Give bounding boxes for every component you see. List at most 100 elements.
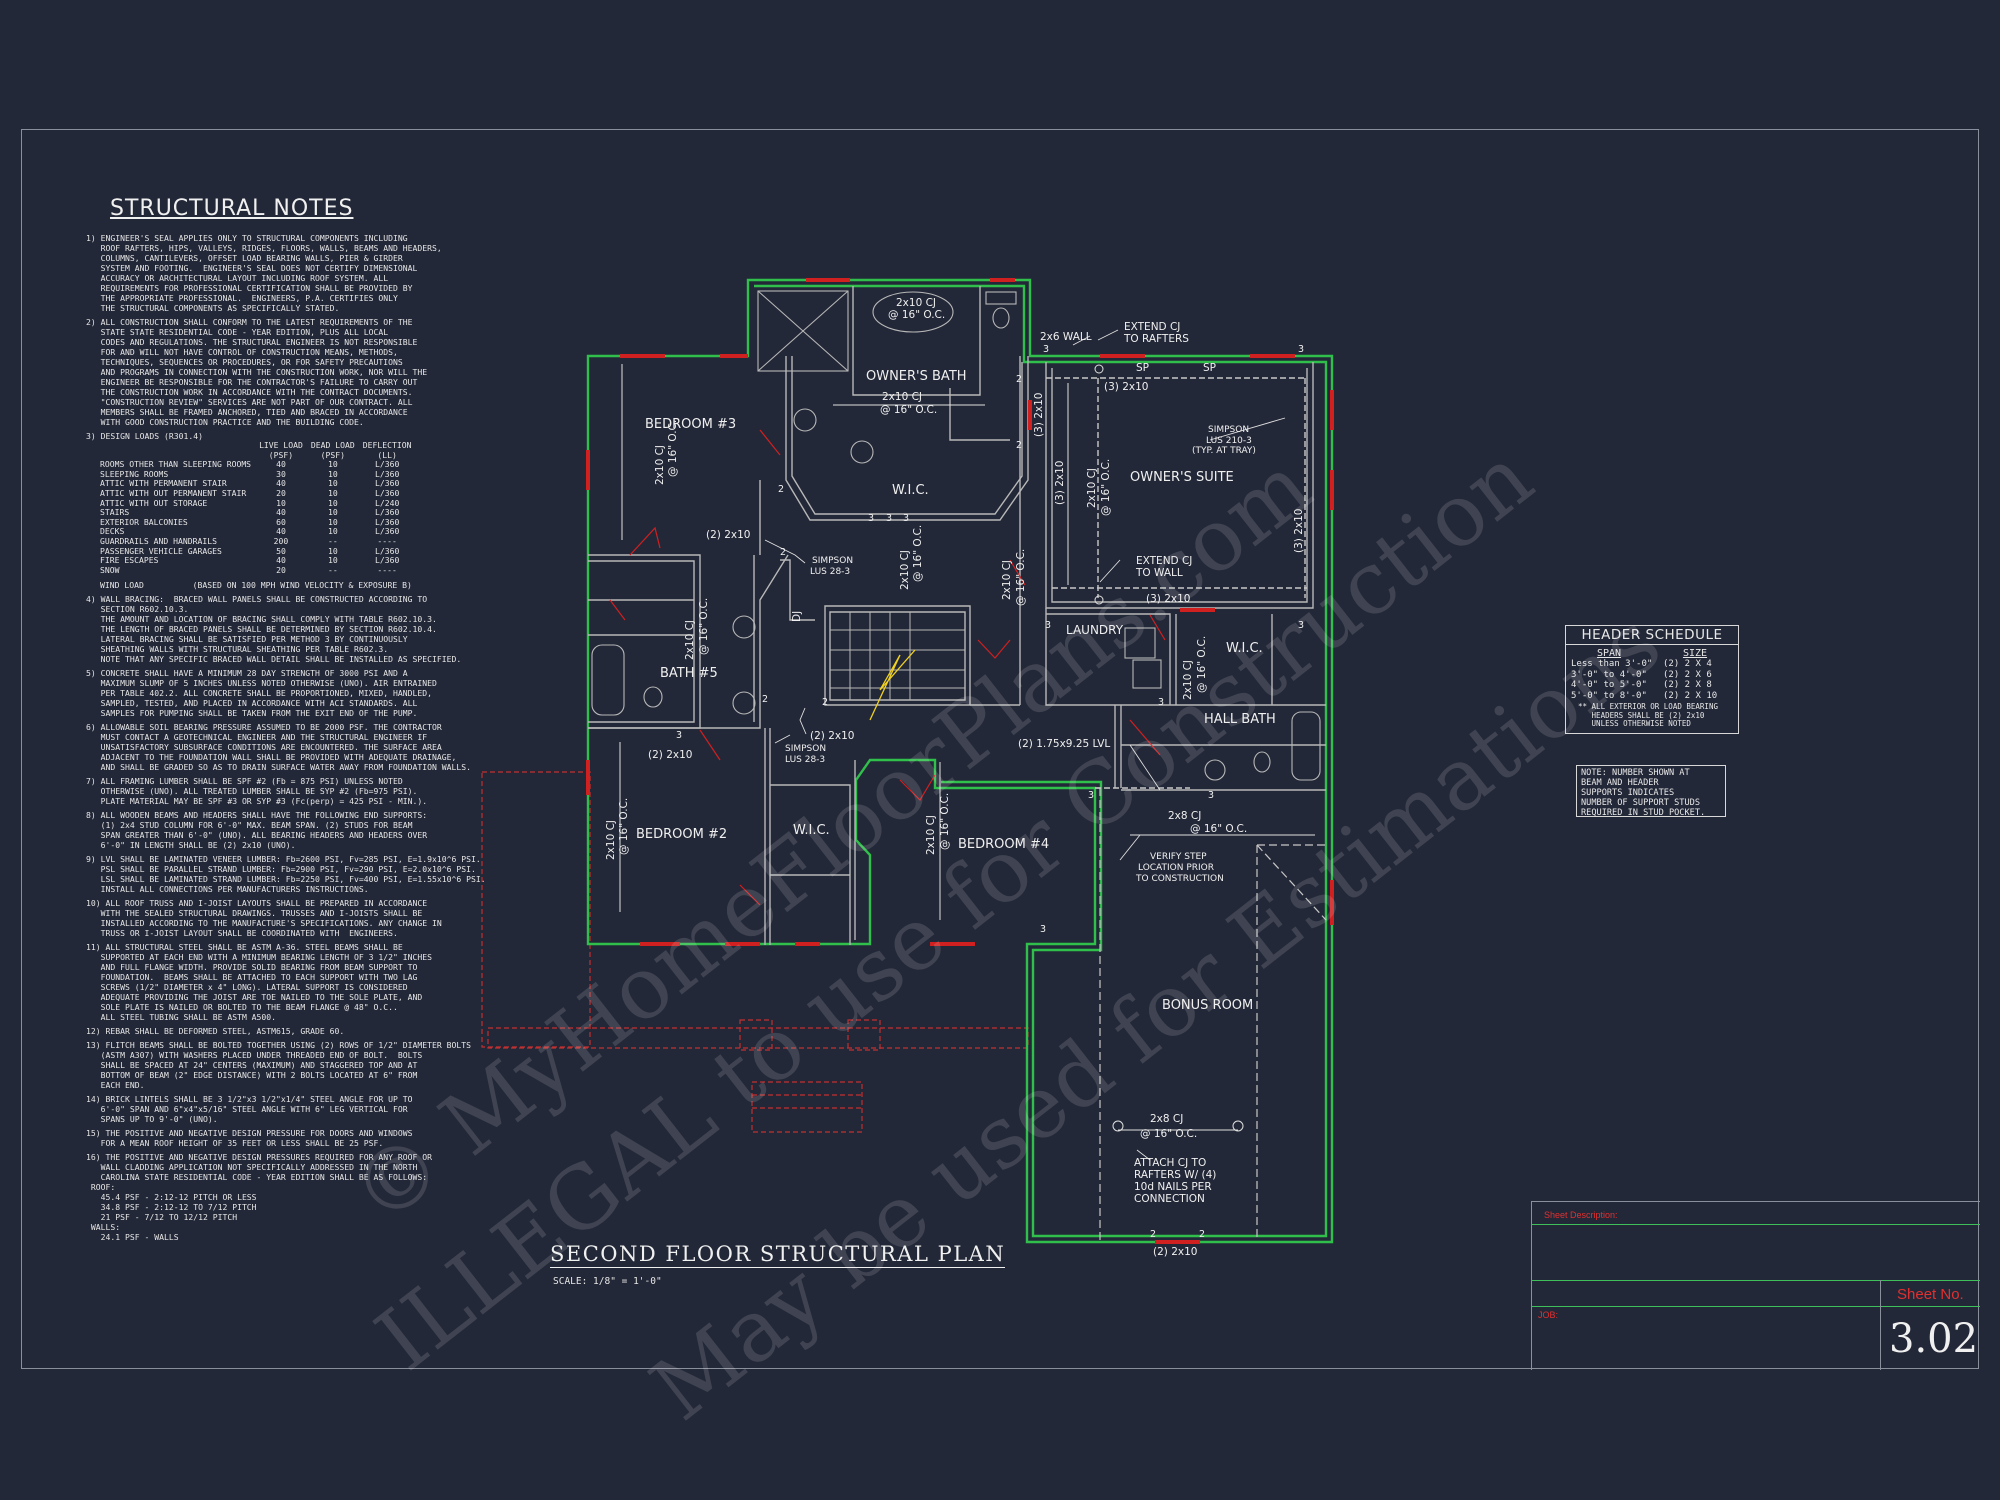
header-col-size: SIZE xyxy=(1682,648,1708,659)
room-bedroom-3: BEDROOM #3 xyxy=(645,417,736,432)
callout: (3) 2x10 xyxy=(1146,593,1190,605)
room-owners-suite: OWNER'S SUITE xyxy=(1130,470,1234,485)
stud-count: 2 xyxy=(1016,374,1022,385)
callout: LUS 28-3 xyxy=(810,567,850,577)
interior-walls xyxy=(588,286,1326,945)
note-12: 12) REBAR SHALL BE DEFORMED STEEL, ASTM6… xyxy=(86,1026,345,1037)
loads-col: LIVE LOAD (PSF) xyxy=(259,440,303,460)
room-hall-bath: HALL BATH xyxy=(1204,712,1276,727)
stud-count: 2 xyxy=(778,484,784,495)
note-10: 10) ALL ROOF TRUSS AND I-JOIST LAYOUTS S… xyxy=(86,898,442,939)
note-15: 15) THE POSITIVE AND NEGATIVE DESIGN PRE… xyxy=(86,1128,413,1149)
load-value: 40 xyxy=(276,555,286,566)
load-value: L/360 xyxy=(374,545,400,556)
load-value: ---- xyxy=(377,535,397,546)
stud-count: 2 xyxy=(1199,1229,1205,1240)
callout: @ 16" O.C. xyxy=(1190,823,1247,835)
load-value: 10 xyxy=(276,497,286,508)
load-value: 50 xyxy=(276,545,286,556)
plan-title: SECOND FLOOR STRUCTURAL PLAN xyxy=(550,1242,1006,1268)
plan-scale: SCALE: 1/8" = 1'-0" xyxy=(553,1276,662,1287)
bonus-room-lines xyxy=(1099,788,1327,1240)
windows xyxy=(586,278,1334,1244)
load-value: -- xyxy=(327,564,338,575)
callout: (3) 2x10 xyxy=(1293,509,1305,553)
notes-title: STRUCTURAL NOTES xyxy=(110,196,354,221)
loads-heading: 3) DESIGN LOADS (R301.4) xyxy=(86,431,203,441)
callout: ATTACH CJ TO xyxy=(1134,1157,1206,1169)
callout: SIMPSON xyxy=(785,744,826,754)
callout: LUS 28-3 xyxy=(785,755,825,765)
header-row: 4'-0" to 5'-0"(2) 2 X 8 xyxy=(1571,680,1712,690)
stud-count: 3 xyxy=(1045,620,1051,631)
load-value: L/360 xyxy=(374,526,400,537)
load-value: 10 xyxy=(327,555,338,566)
load-value: 10 xyxy=(327,459,338,470)
loads-col: DEFLECTION (LL) xyxy=(362,440,412,460)
callout: CONNECTION xyxy=(1134,1193,1205,1205)
load-value: 10 xyxy=(327,516,338,527)
job-label: JOB: xyxy=(1538,1310,1559,1320)
callout: LOCATION PRIOR xyxy=(1138,863,1214,873)
load-category: ATTIC WITH OUT PERMANENT STAIR xyxy=(100,487,247,498)
note-5: 5) CONCRETE SHALL HAVE A MINIMUM 28 DAY … xyxy=(86,668,437,719)
load-value: L/360 xyxy=(374,555,400,566)
stud-count: 2 xyxy=(762,694,768,705)
callout: 2x10 CJ xyxy=(684,620,696,660)
callout: (3) 2x10 xyxy=(1104,381,1148,393)
stud-count: 3 xyxy=(1298,620,1304,631)
load-value: 10 xyxy=(327,487,338,498)
sheet-no-label: Sheet No. xyxy=(1897,1286,1964,1303)
stud-count: 3 xyxy=(868,513,874,524)
callout: @ 16" O.C. xyxy=(1196,636,1208,693)
header-schedule-title: HEADER SCHEDULE xyxy=(1566,626,1738,645)
callout: (3) 2x10 xyxy=(1054,461,1066,505)
load-category: SLEEPING ROOMS xyxy=(100,468,169,479)
load-value: 10 xyxy=(327,468,338,479)
plumbing-fixtures xyxy=(591,290,1321,781)
callout: 2x10 CJ xyxy=(882,391,922,403)
room-bedroom-4: BEDROOM #4 xyxy=(958,837,1049,852)
sheet-description-label: Sheet Description: xyxy=(1544,1210,1618,1220)
note-1: 1) ENGINEER'S SEAL APPLIES ONLY TO STRUC… xyxy=(86,233,442,313)
callout: @ 16" O.C. xyxy=(1140,1128,1197,1140)
stud-count: 3 xyxy=(903,513,909,524)
stud-count: 2 xyxy=(1150,1229,1156,1240)
note-8: 8) ALL WOODEN BEAMS AND HEADERS SHALL HA… xyxy=(86,810,428,851)
callout: 10d NAILS PER xyxy=(1134,1181,1212,1193)
note-13: 13) FLITCH BEAMS SHALL BE BOLTED TOGETHE… xyxy=(86,1040,471,1091)
header-schedule: HEADER SCHEDULE SPAN SIZE Less than 3'-0… xyxy=(1565,625,1739,734)
callout: @ 16" O.C. xyxy=(888,309,945,321)
load-value: L/360 xyxy=(374,487,400,498)
callout: (2) 1.75x9.25 LVL xyxy=(1018,738,1110,750)
sheet-number: 3.02 xyxy=(1889,1316,1979,1362)
wind-load: WIND LOAD (BASED ON 100 MPH WIND VELOCIT… xyxy=(100,580,412,591)
note-4: 4) WALL BRACING: BRACED WALL PANELS SHAL… xyxy=(86,594,462,665)
note-9: 9) LVL SHALL BE LAMINATED VENEER LUMBER:… xyxy=(86,854,486,895)
callout: 2x10 CJ xyxy=(1182,660,1194,700)
callout: @ 16" O.C. xyxy=(912,525,924,582)
stud-count: 3 xyxy=(886,513,892,524)
load-value: L/360 xyxy=(374,468,400,479)
callout: (2) 2x10 xyxy=(810,730,854,742)
stud-count: 3 xyxy=(1158,697,1164,708)
callout: EXTEND CJ xyxy=(1136,555,1192,567)
note-7: 7) ALL FRAMING LUMBER SHALL BE SPF #2 (F… xyxy=(86,776,428,807)
stud-count: 2 xyxy=(1016,440,1022,451)
callout: SIMPSON xyxy=(812,556,853,566)
loads-col: DEAD LOAD (PSF) xyxy=(310,440,355,460)
load-value: 200 xyxy=(273,535,289,546)
design-loads-table: LIVE LOAD (PSF) DEAD LOAD (PSF) DEFLECTI… xyxy=(100,440,420,575)
room-bonus: BONUS ROOM xyxy=(1162,998,1253,1013)
load-category: GUARDRAILS AND HANDRAILS xyxy=(100,535,217,546)
note-16: 16) THE POSITIVE AND NEGATIVE DESIGN PRE… xyxy=(86,1152,432,1243)
load-value: L/360 xyxy=(374,478,400,489)
title-block-rule xyxy=(1532,1306,1980,1307)
header-footnote: ** ALL EXTERIOR OR LOAD BEARING HEADERS … xyxy=(1578,702,1718,729)
load-value: 10 xyxy=(327,545,338,556)
